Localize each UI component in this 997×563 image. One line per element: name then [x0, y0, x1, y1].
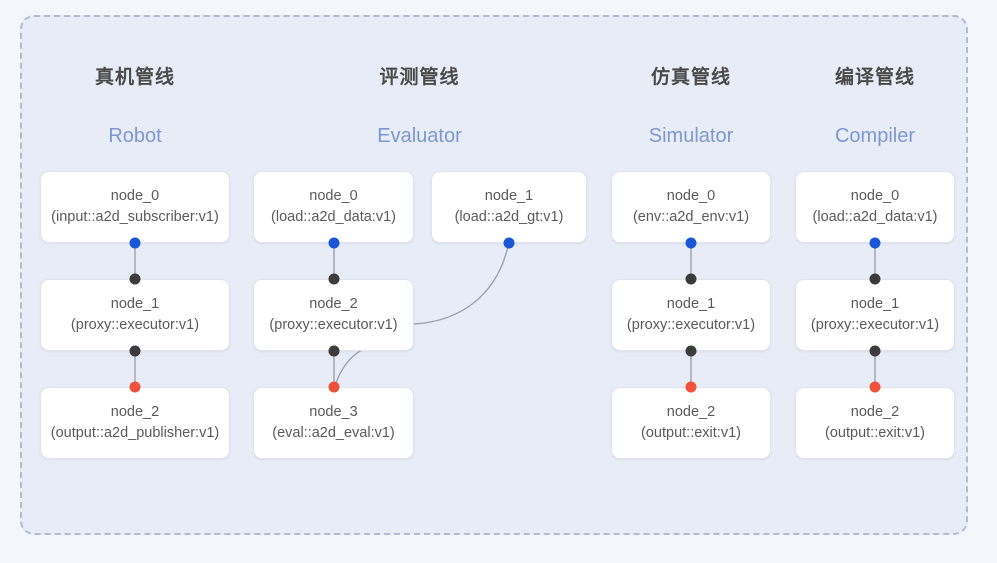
column-subtitle-evaluator: Evaluator: [377, 125, 462, 147]
node-type: (proxy::executor:v1): [626, 317, 756, 333]
node-name: node_1: [850, 295, 900, 312]
column-title-evaluator: 评测管线: [379, 67, 460, 88]
column-subtitle-robot: Robot: [108, 125, 162, 147]
node-type: (proxy::executor:v1): [70, 317, 200, 333]
port-robot-0-output[interactable]: [129, 237, 141, 249]
node-simulator-1[interactable]: node_1 (proxy::executor:v1): [611, 279, 771, 351]
node-compiler-2[interactable]: node_2 (output::exit:v1): [795, 387, 955, 459]
node-evaluator-0[interactable]: node_0 (load::a2d_data:v1): [253, 171, 414, 243]
node-simulator-2[interactable]: node_2 (output::exit:v1): [611, 387, 771, 459]
port-simulator-1-input[interactable]: [685, 273, 697, 285]
node-name: node_0: [110, 187, 160, 204]
port-evaluator-2-output[interactable]: [328, 345, 340, 357]
node-name: node_0: [850, 187, 900, 204]
node-robot-0[interactable]: node_0 (input::a2d_subscriber:v1): [40, 171, 230, 243]
port-robot-1-output[interactable]: [129, 345, 141, 357]
column-subtitle-compiler: Compiler: [834, 125, 916, 147]
node-name: node_1: [484, 187, 534, 204]
port-evaluator-2-input[interactable]: [328, 273, 340, 285]
node-type: (output::exit:v1): [825, 425, 925, 441]
node-name: node_3: [309, 403, 358, 420]
node-robot-2[interactable]: node_2 (output::a2d_publisher:v1): [40, 387, 230, 459]
port-simulator-1-output[interactable]: [685, 345, 697, 357]
node-type: (proxy::executor:v1): [810, 317, 940, 333]
column-subtitle-simulator: Simulator: [648, 125, 734, 147]
node-evaluator-3[interactable]: node_3 (eval::a2d_eval:v1): [253, 387, 414, 459]
node-simulator-0[interactable]: node_0 (env::a2d_env:v1): [611, 171, 771, 243]
node-compiler-1[interactable]: node_1 (proxy::executor:v1): [795, 279, 955, 351]
node-robot-1[interactable]: node_1 (proxy::executor:v1): [40, 279, 230, 351]
column-title-simulator: 仿真管线: [650, 67, 731, 88]
node-name: node_2: [850, 403, 900, 420]
node-type: (load::a2d_data:v1): [271, 209, 396, 225]
port-compiler-1-input[interactable]: [869, 273, 881, 285]
node-type: (load::a2d_gt:v1): [454, 209, 564, 225]
node-type: (proxy::executor:v1): [269, 317, 398, 333]
node-type: (load::a2d_data:v1): [812, 209, 938, 225]
node-name: node_2: [666, 403, 716, 420]
port-compiler-1-output[interactable]: [869, 345, 881, 357]
node-type: (output::a2d_publisher:v1): [50, 425, 220, 441]
node-compiler-0[interactable]: node_0 (load::a2d_data:v1): [795, 171, 955, 243]
node-name: node_2: [110, 403, 160, 420]
node-name: node_0: [666, 187, 716, 204]
node-name: node_1: [110, 295, 160, 312]
port-simulator-0-output[interactable]: [685, 237, 697, 249]
port-compiler-2-input[interactable]: [869, 381, 881, 393]
node-type: (eval::a2d_eval:v1): [272, 425, 395, 441]
port-robot-1-input[interactable]: [129, 273, 141, 285]
column-title-compiler: 编译管线: [834, 67, 915, 88]
node-evaluator-1[interactable]: node_1 (load::a2d_gt:v1): [431, 171, 587, 243]
node-name: node_0: [309, 187, 358, 204]
node-type: (input::a2d_subscriber:v1): [51, 209, 219, 225]
port-evaluator-3-input[interactable]: [328, 381, 340, 393]
port-robot-2-input[interactable]: [129, 381, 141, 393]
node-evaluator-2[interactable]: node_2 (proxy::executor:v1): [253, 279, 414, 351]
port-compiler-0-output[interactable]: [869, 237, 881, 249]
port-simulator-2-input[interactable]: [685, 381, 697, 393]
node-type: (output::exit:v1): [641, 425, 741, 441]
node-name: node_1: [666, 295, 716, 312]
column-title-robot: 真机管线: [94, 67, 175, 88]
port-evaluator-1-output[interactable]: [503, 237, 515, 249]
port-evaluator-0-output[interactable]: [328, 237, 340, 249]
node-name: node_2: [309, 295, 358, 312]
node-type: (env::a2d_env:v1): [632, 209, 750, 225]
